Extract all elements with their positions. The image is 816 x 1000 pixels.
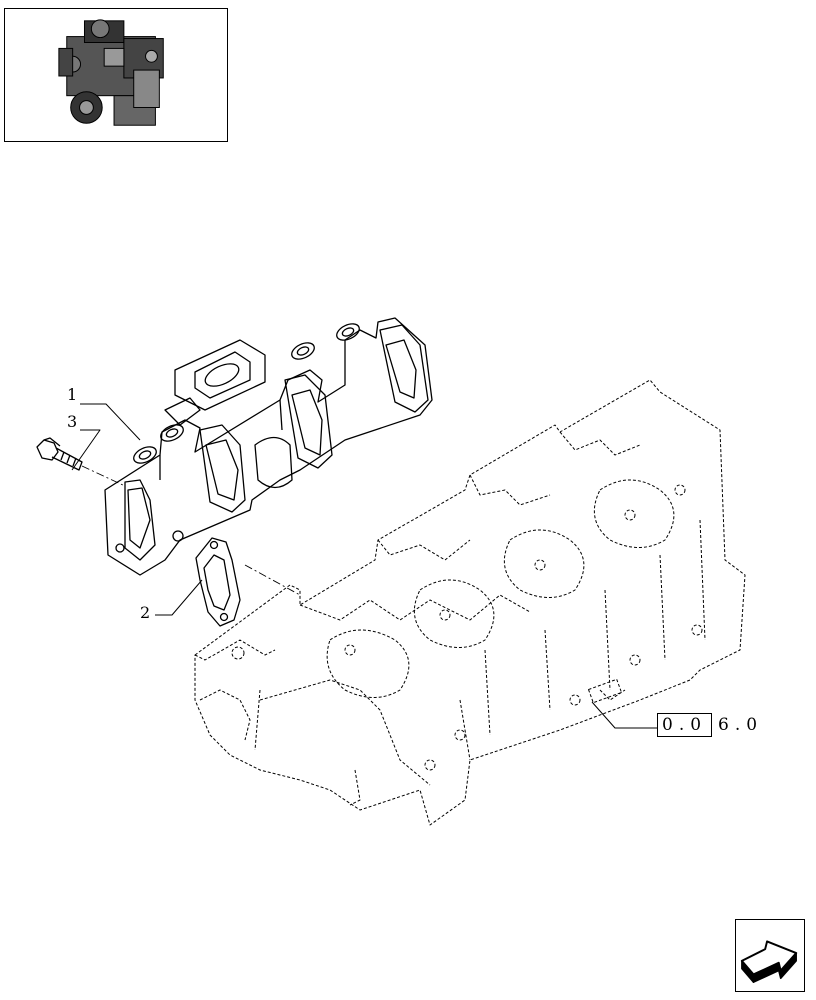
engine-thumbnail-icon xyxy=(58,19,164,126)
reference-boxed-code: 0.0 xyxy=(657,713,713,737)
next-page-button[interactable] xyxy=(735,919,805,992)
reference-suffix: 6.0 xyxy=(718,715,764,735)
leader-line-2 xyxy=(155,579,203,616)
manifold-bolt xyxy=(36,437,83,471)
callout-3: 3 xyxy=(67,412,78,431)
callout-2: 2 xyxy=(140,603,151,622)
leader-line-1 xyxy=(80,403,141,441)
callout-1: 1 xyxy=(67,385,78,404)
next-page-arrow-icon xyxy=(740,940,798,983)
exhaust-manifold xyxy=(104,317,433,576)
leader-line-3 xyxy=(71,429,101,471)
exhaust-gasket xyxy=(195,537,241,627)
cylinder-head-outline xyxy=(194,379,746,826)
engine-thumbnail xyxy=(4,8,228,142)
figure-reference[interactable]: 0.0 6.0 xyxy=(657,713,763,737)
leader-line-ref xyxy=(591,701,657,729)
